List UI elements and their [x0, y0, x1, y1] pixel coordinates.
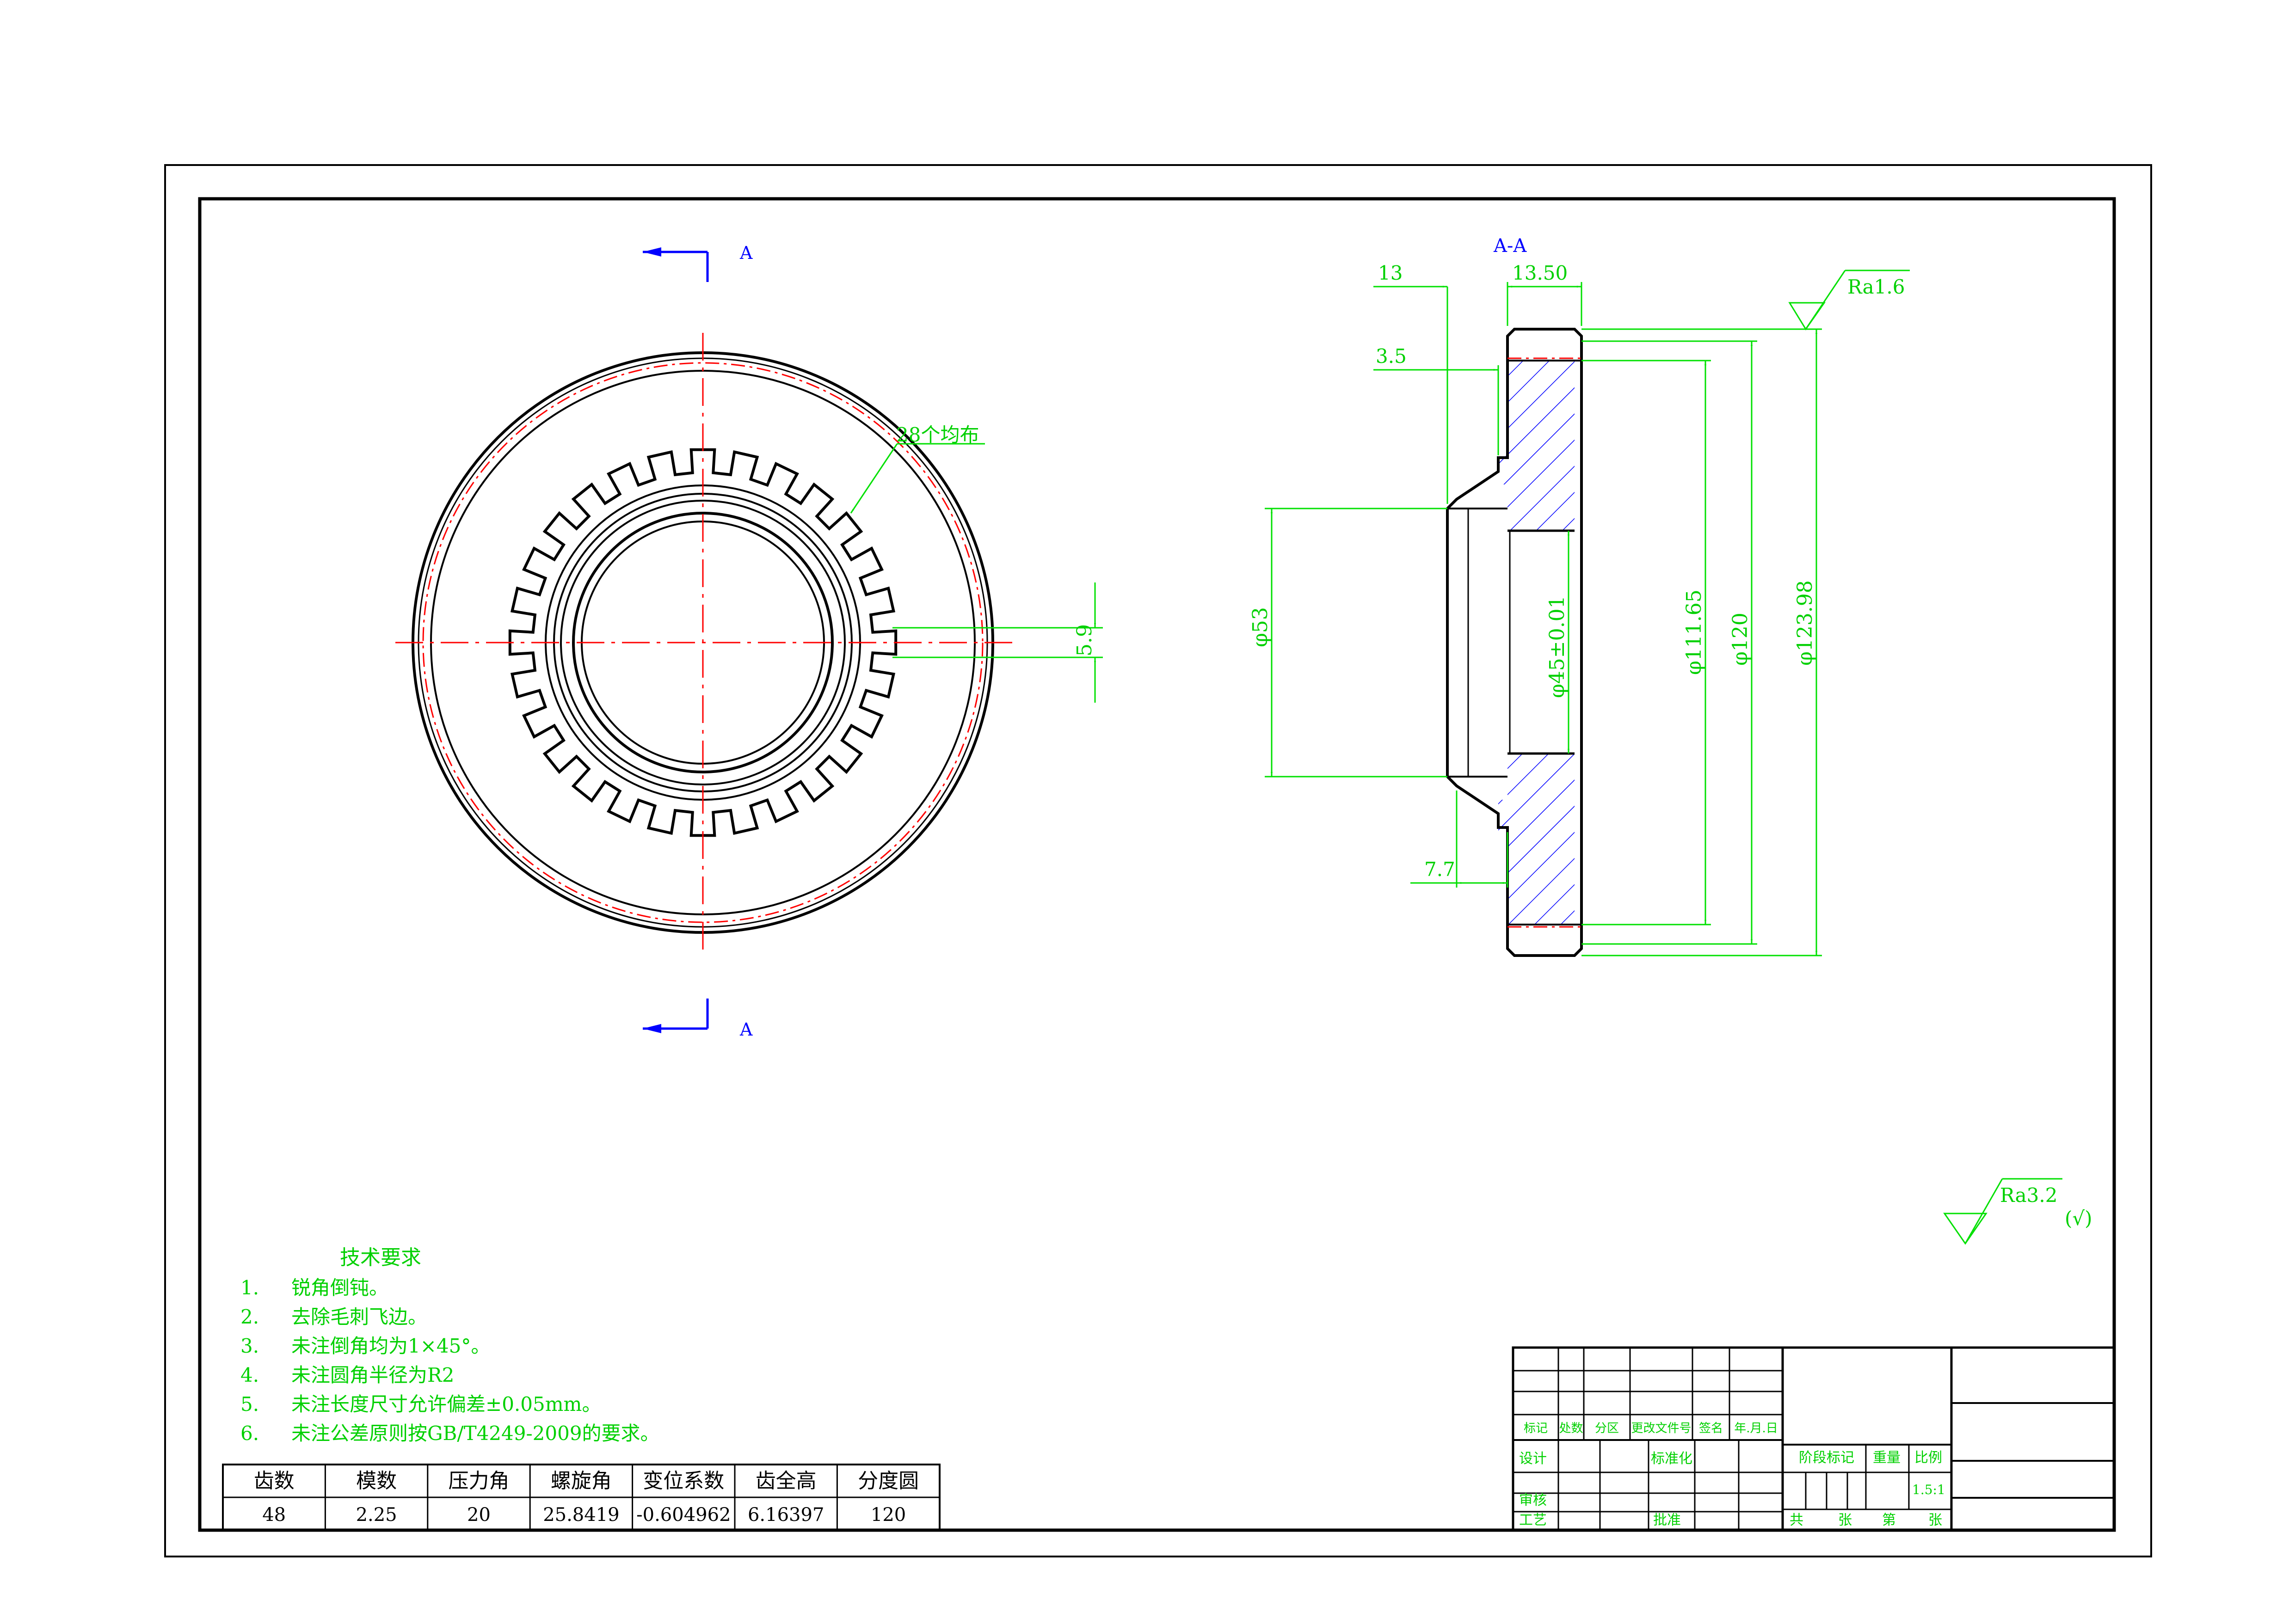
gear-table-value: 25.8419: [543, 1504, 619, 1526]
inner-border: [198, 197, 2116, 1532]
gear-table-header: 齿全高: [756, 1469, 817, 1493]
dim-phi-45: φ45±0.01: [1545, 595, 1569, 698]
roughness-face-symbol: [1788, 302, 1826, 331]
dim-phi-53: φ53: [1249, 607, 1272, 647]
spline-teeth: [508, 448, 898, 837]
tech-item-text: 未注倒角均为1×45°。: [291, 1335, 490, 1357]
gear-table-value: 20: [467, 1504, 491, 1526]
dim-7-7: 7.7: [1424, 858, 1455, 881]
tech-item-text: 锐角倒钝。: [291, 1276, 388, 1299]
gear-table-header: 变位系数: [643, 1469, 724, 1493]
tech-item-num: 5.: [240, 1393, 259, 1416]
gear-parameter-table: 齿数 48 模数 2.25 压力角 20 螺旋角 25.8419 变位系数 -0.604962 齿全…: [222, 1464, 941, 1531]
view-title: A-A: [1493, 235, 1527, 257]
gear-table-header: 螺旋角: [551, 1469, 612, 1493]
width-dim: 5.9: [1073, 624, 1096, 656]
tech-item-num: 3.: [240, 1335, 259, 1357]
hatch-top: [1498, 361, 1575, 531]
tech-item-num: 4.: [240, 1364, 259, 1386]
tb-sheet-unit: 张: [1838, 1512, 1852, 1528]
gear-table-header: 压力角: [449, 1469, 510, 1493]
dim-phi-111-65: φ111.65: [1682, 589, 1706, 675]
tooth-note: 28个均布: [896, 423, 979, 446]
pitch-circle: [422, 362, 984, 923]
tech-item-text: 去除毛刺飞边。: [291, 1305, 427, 1328]
tb-sheet-unit2: 张: [1928, 1512, 1942, 1528]
gear-table-header: 齿数: [254, 1469, 295, 1493]
general-roughness-long: [1964, 1178, 2003, 1244]
tech-item-text: 未注长度尺寸允许偏差±0.05mm。: [291, 1393, 601, 1416]
tb-design: 设计: [1519, 1451, 1547, 1467]
rev-header: 签名: [1699, 1422, 1723, 1435]
hub-circle-3: [560, 500, 846, 785]
tech-item-num: 2.: [240, 1305, 259, 1328]
section-letter-bottom: A: [739, 1019, 753, 1040]
gear-table-value: 48: [262, 1504, 286, 1526]
tb-sheet-total: 共: [1790, 1512, 1803, 1528]
gear-table-header: 分度圆: [858, 1469, 919, 1493]
tb-scale-label: 比例: [1914, 1450, 1942, 1466]
gear-table-value: 120: [871, 1504, 906, 1526]
rev-header: 年.月.日: [1734, 1422, 1778, 1435]
dim-13: 13: [1378, 262, 1403, 284]
tb-review: 审核: [1519, 1492, 1547, 1508]
gear-table-value: 2.25: [356, 1504, 397, 1526]
rev-header: 分区: [1595, 1422, 1619, 1435]
section-markers: A A: [643, 243, 753, 1040]
revision-grid: 标记处数分区更改文件号签名年.月.日: [1513, 1348, 1783, 1440]
tech-item-text: 未注圆角半径为R2: [291, 1364, 454, 1386]
tooth-note-leader: [850, 443, 898, 514]
technical-requirements: 技术要求 1. 锐角倒钝。 2. 去除毛刺飞边。 3. 未注倒角均为1×45°。 4. 未注圆…: [240, 1246, 660, 1445]
general-roughness: Ra3.2 (√): [1943, 1178, 2092, 1245]
general-roughness-symbol: [1943, 1213, 1987, 1245]
gear-table-header: 模数: [356, 1469, 397, 1493]
tb-scale-value: 1.5:1: [1912, 1482, 1945, 1497]
spline-tooth-profile: [508, 448, 898, 837]
dim-13-50: 13.50: [1512, 262, 1568, 284]
gear-table-value: -0.604962: [636, 1504, 731, 1526]
section-letter-top: A: [739, 243, 753, 263]
tb-weight: 重量: [1873, 1450, 1901, 1466]
dim-phi-120: φ120: [1729, 613, 1752, 666]
title-block: 标记处数分区更改文件号签名年.月.日 设计 标准化 审核 工艺 批准 阶段标记 …: [1512, 1346, 2116, 1532]
tb-sheet-no: 第: [1882, 1512, 1896, 1528]
dim-3-5: 3.5: [1376, 345, 1407, 368]
rev-header: 处数: [1559, 1422, 1583, 1435]
section-outline: [1446, 328, 1583, 957]
section-view: A-A 13 13.50 3.5 7.7: [1249, 235, 1910, 957]
tb-standardize: 标准化: [1651, 1451, 1692, 1467]
front-view: 28个均布 5.9: [395, 333, 1103, 952]
section-arrowhead-bottom: [643, 1024, 661, 1033]
hatch-bottom: [1498, 754, 1575, 924]
general-roughness-note: (√): [2065, 1207, 2092, 1230]
tb-process: 工艺: [1519, 1512, 1547, 1528]
roughness-face-value: Ra1.6: [1847, 276, 1905, 298]
rev-header: 更改文件号: [1631, 1422, 1691, 1435]
tech-title: 技术要求: [340, 1246, 421, 1269]
outer-border: [164, 164, 2152, 1557]
tb-stage-mark: 阶段标记: [1799, 1450, 1854, 1466]
tech-item-text: 未注公差原则按GB/T4249-2009的要求。: [291, 1422, 660, 1445]
gear-table-value: 6.16397: [748, 1504, 824, 1526]
tech-item-num: 1.: [240, 1276, 259, 1299]
tb-approve: 批准: [1653, 1512, 1681, 1528]
tech-item-num: 6.: [240, 1422, 259, 1445]
dim-phi-123-98: φ123.98: [1793, 580, 1817, 666]
general-roughness-value: Ra3.2: [2000, 1184, 2057, 1207]
section-arrowhead-top: [643, 247, 661, 257]
title-block-frame: [1512, 1346, 2116, 1532]
roughness-face-long: [1805, 270, 1846, 330]
bore-circle: [572, 512, 834, 773]
rev-header: 标记: [1524, 1422, 1548, 1435]
